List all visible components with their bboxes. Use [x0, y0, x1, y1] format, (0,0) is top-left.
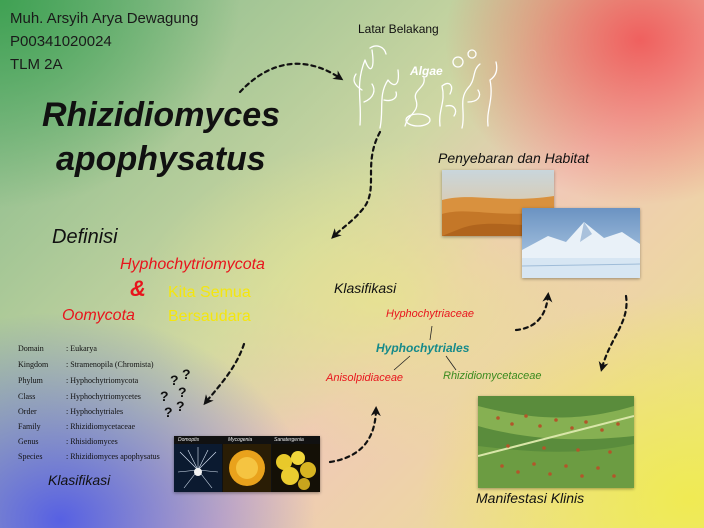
question-mark: ?: [176, 398, 185, 414]
distribution-label: Penyebaran dan Habitat: [438, 150, 589, 166]
clinical-manifestation-label: Manifestasi Klinis: [476, 490, 585, 506]
author-id: P00341020024: [10, 33, 112, 50]
algae-sketch-text: Algae: [410, 64, 443, 78]
taxonomy-value: : Hyphochytriomycetes: [66, 392, 141, 401]
classification-label-left: Klasifikasi: [48, 472, 111, 488]
taxonomy-value: : Hyphochytriomycota: [66, 376, 139, 385]
definition-note-line-2: Bersaudara: [168, 308, 251, 325]
arrow-title-to-background: [238, 62, 344, 94]
micrograph-label: Mycogenia: [228, 437, 253, 443]
definition-ampersand: &: [130, 276, 146, 301]
arrow-background-to-definition: [331, 130, 382, 239]
question-mark: ?: [164, 404, 173, 420]
arctic-photo: [522, 208, 640, 278]
tree-node-hyphochytriales: Hyphochytriales: [376, 341, 470, 355]
title-line-2: apophysatus: [56, 140, 266, 178]
algae-sketch-illustration: [353, 45, 498, 129]
question-mark: ?: [178, 384, 187, 400]
arrow-micrograph-to-tree: [328, 406, 381, 464]
leaf-lesion-photo: [478, 396, 634, 488]
tree-connectors: [393, 325, 457, 371]
taxonomy-rank: Family: [18, 422, 41, 431]
taxonomy-rank: Species: [18, 452, 43, 461]
title-line-1: Rhizidiomyces: [42, 96, 281, 134]
taxonomy-rank: Phylum: [18, 376, 43, 385]
definition-note-line-1: Kita Semua: [168, 284, 251, 301]
taxonomy-rank: Order: [18, 407, 37, 416]
classification-label-right: Klasifikasi: [334, 280, 397, 296]
background-label: Latar Belakang: [358, 22, 439, 36]
taxonomy-rank: Kingdom: [18, 360, 49, 369]
taxonomy-rank: Domain: [18, 344, 44, 353]
author-class: TLM 2A: [10, 56, 63, 73]
taxonomy-rank: Genus: [18, 437, 39, 446]
arrow-tree-to-habitat: [514, 292, 553, 332]
micrograph-label: Domoptis: [178, 437, 200, 443]
micrograph-panel: Domoptis Mycogenia Sanatergenia: [174, 436, 320, 492]
taxonomy-value: : Rhizidiomyces apophysatus: [66, 452, 160, 461]
micrograph-images: [174, 444, 320, 492]
arrow-definition-to-taxonomy: [203, 342, 246, 406]
author-name: Muh. Arsyih Arya Dewagung: [10, 10, 199, 27]
taxonomy-value: : Rhizidiomycetaceae: [66, 422, 136, 431]
tree-node-rhizidiomycetaceae: Rhizidiomycetaceae: [443, 370, 542, 382]
taxonomy-value: : Hyphochytriales: [66, 407, 124, 416]
taxonomy-rank: Class: [18, 392, 36, 401]
question-mark: ?: [160, 388, 169, 404]
question-mark: ?: [170, 372, 179, 388]
question-mark: ?: [182, 366, 191, 382]
tree-node-anisolpidiaceae: Anisolpidiaceae: [326, 372, 404, 384]
tree-node-hyphochytriaceae: Hyphochytriaceae: [386, 308, 475, 320]
definition-heading: Definisi: [52, 226, 118, 248]
taxonomy-value: : Eukarya: [66, 344, 97, 353]
definition-term-oomycota: Oomycota: [62, 307, 135, 324]
arrow-habitat-to-clinical: [598, 294, 628, 372]
micrograph-label: Sanatergenia: [274, 437, 304, 443]
taxonomy-value: : Rhisidiomyces: [66, 437, 118, 446]
definition-term-hyphochytriomycota: Hyphochytriomycota: [120, 256, 265, 273]
taxonomy-value: : Stramenopila (Chromista): [66, 360, 154, 369]
